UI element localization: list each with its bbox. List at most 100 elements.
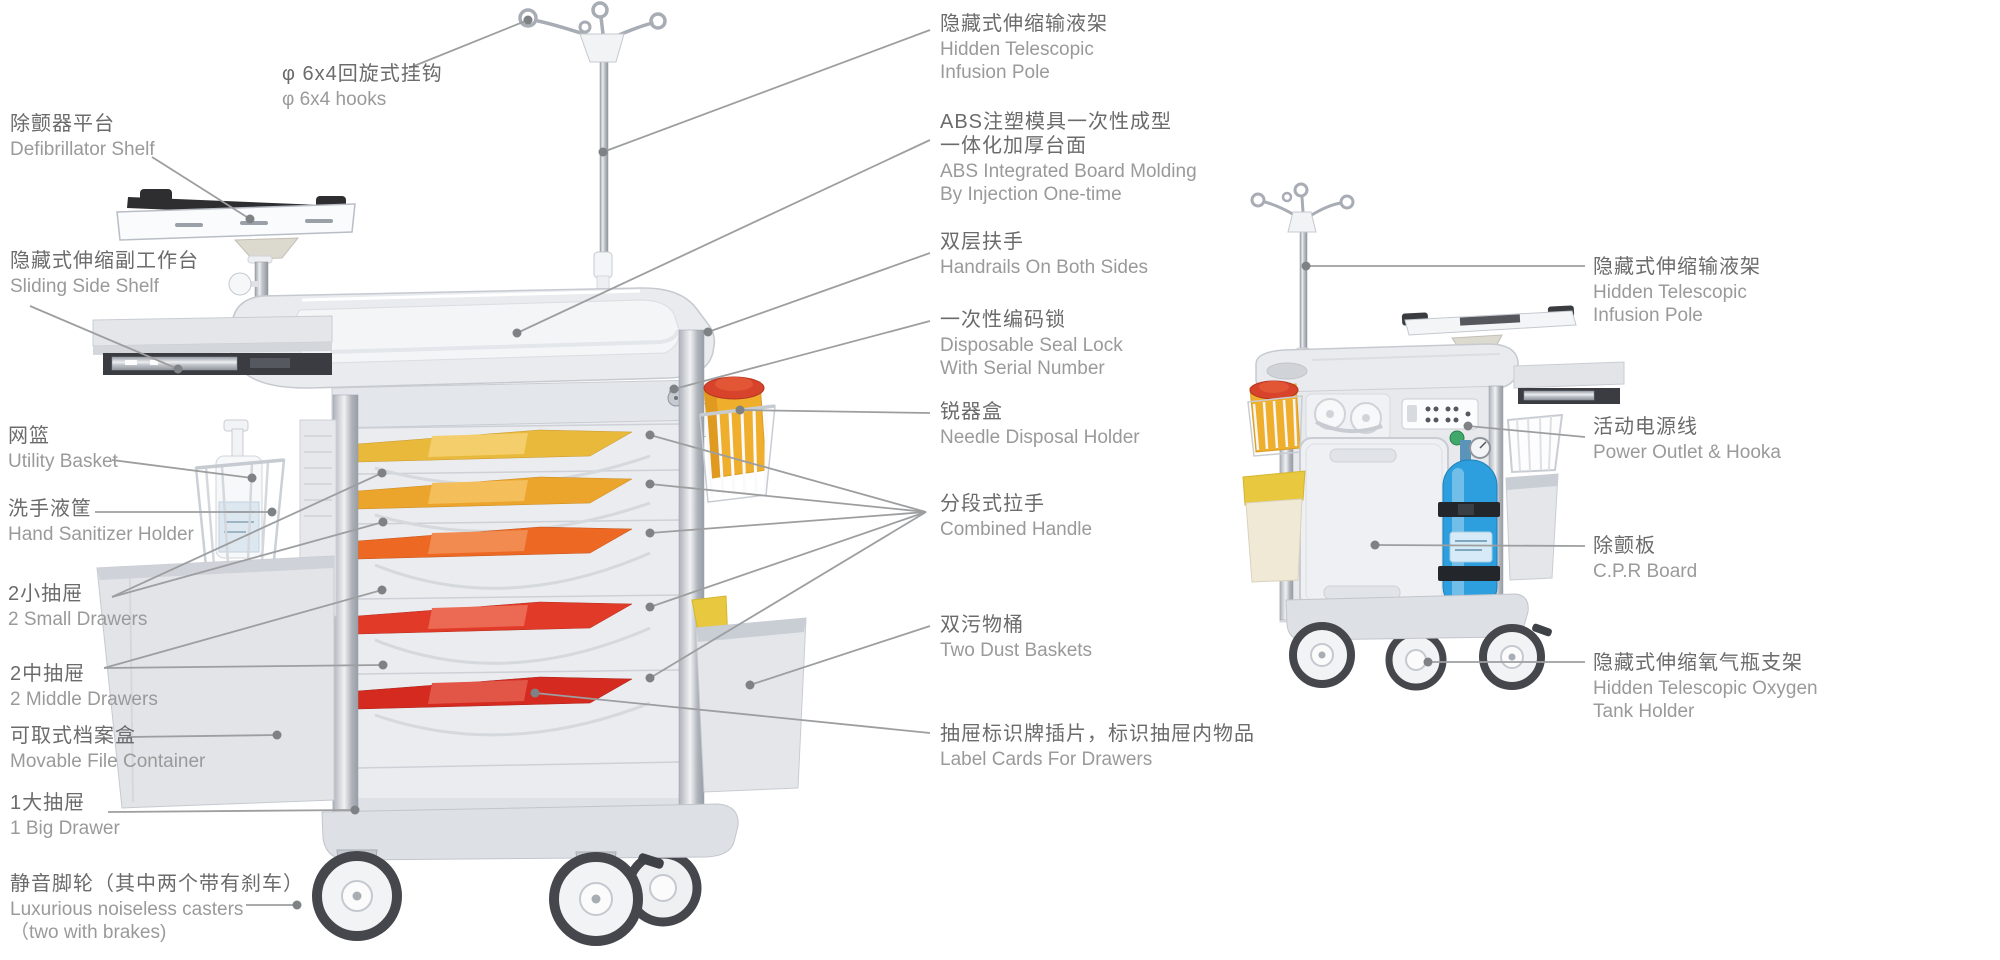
caster-wheel [1289,622,1355,688]
sliding-shelf-rear [1513,361,1625,404]
label-zh: 除颤器平台 [10,113,115,135]
power-cord-wrap [1305,393,1391,441]
label-en: Two Dust Baskets [940,640,1093,661]
label-en: 1 Big Drawer [10,818,120,839]
label-handrails: 双层扶手 Handrails On Both Sides [940,230,1148,279]
iv-hook-icon [1281,191,1293,203]
label-en: Hand Sanitizer Holder [8,524,194,545]
label-zh: 一次性编码锁 [940,309,1066,331]
caster-wheel [1479,623,1552,690]
sliding-side-shelf [92,315,333,375]
label-zh: 双层扶手 [940,231,1024,253]
left-column [332,394,359,816]
label-en: Movable File Container [10,751,206,772]
hand-sanitizer-holder [194,419,286,568]
push-handle-cutout [1266,362,1308,380]
label-zh: φ 6x4回旋式挂钩 [282,63,443,85]
caster-wheel [549,851,664,946]
label-zh: 静音脚轮（其中两个带有刹车） [10,873,304,895]
label-zh: 隐藏式伸缩副工作台 [10,250,199,272]
label-en: Defibrillator Shelf [10,139,155,160]
label-needle-holder: 锐器盒 Needle Disposal Holder [940,400,1140,449]
label-zh: 隐藏式伸缩氧气瓶支架 [1593,652,1803,674]
label-zh: 隐藏式伸缩输液架 [1593,256,1761,278]
iv-hook-icon [591,1,609,19]
label-power-outlet: 活动电源线 Power Outlet & Hooka [1593,415,1781,464]
label-zh: 双污物桶 [940,614,1024,636]
label-abs-board: ABS注塑模具一次性成型 一体化加厚台面 ABS Integrated Boar… [940,110,1197,206]
label-en: Hidden Telescopic Infusion Pole [940,39,1094,83]
label-en: Combined Handle [940,519,1093,540]
label-zh: ABS注塑模具一次性成型 一体化加厚台面 [940,111,1173,157]
basket-right-rear [1506,413,1564,474]
label-hooks: φ 6x4回旋式挂钩 φ 6x4 hooks [282,62,443,111]
label-infusion-pole-left: 隐藏式伸缩输液架 Hidden Telescopic Infusion Pole [940,12,1108,84]
brake-lever-icon [1532,623,1552,637]
drawer-handle-3-grip [428,530,528,554]
label-hand-sanitizer-holder: 洗手液筐 Hand Sanitizer Holder [8,497,194,546]
right-column [678,329,705,819]
iv-hook-icon [1339,194,1355,210]
caster-wheel [1385,629,1447,691]
iv-hook-icon [518,8,538,28]
label-seal-lock: 一次性编码锁 Disposable Seal Lock With Serial … [940,308,1123,380]
label-zh: 除颤板 [1593,535,1656,557]
cpr-board [1299,437,1449,609]
label-zh: 2小抽屉 [8,583,84,605]
base-and-casters [312,803,739,946]
label-zh: 隐藏式伸缩输液架 [940,13,1108,35]
label-en: Needle Disposal Holder [940,427,1140,448]
label-en: Hidden Telescopic Infusion Pole [1593,282,1747,326]
bin-left-rear [1242,470,1306,583]
label-big-drawer: 1大抽屉 1 Big Drawer [10,791,120,840]
label-cpr-board: 除颤板 C.P.R Board [1593,534,1697,583]
label-en: Handrails On Both Sides [940,257,1149,278]
label-en: 2 Small Drawers [8,609,148,630]
power-outlet-strip [1401,398,1479,430]
label-dust-baskets: 双污物桶 Two Dust Baskets [940,613,1092,662]
label-en: φ 6x4 hooks [282,89,387,110]
label-sliding-side-shelf: 隐藏式伸缩副工作台 Sliding Side Shelf [10,249,199,298]
label-zh: 锐器盒 [940,401,1003,423]
caster-wheel [312,849,402,941]
bin-right-rear [1505,473,1559,581]
label-en: Luxurious noiseless casters （two with br… [10,899,244,943]
label-zh: 分段式拉手 [940,493,1045,515]
label-en: Utility Basket [8,451,118,472]
label-defibrillator-shelf: 除颤器平台 Defibrillator Shelf [10,112,155,161]
cpr-handle-slot [1329,448,1397,463]
label-zh: 抽屉标识牌插片，标识抽屉内物品 [940,723,1255,745]
left-cart-illustration [92,1,807,946]
label-infusion-pole-right: 隐藏式伸缩输液架 Hidden Telescopic Infusion Pole [1593,255,1761,327]
dust-basket-right [691,595,807,793]
label-middle-drawers: 2中抽屉 2 Middle Drawers [10,662,158,711]
label-en: Power Outlet & Hooka [1593,442,1781,463]
iv-hook-icon [1250,192,1266,208]
drawer-handle-1-grip [428,433,528,457]
label-small-drawers: 2小抽屉 2 Small Drawers [8,582,147,631]
drawer-handle-2-grip [428,480,528,504]
label-en: Disposable Seal Lock With Serial Number [940,335,1123,379]
drawer-handle-4-grip [428,605,528,629]
drawer-handle-5-grip [428,680,528,704]
label-en: ABS Integrated Board Molding By Injectio… [940,161,1197,205]
needle-disposal-holder [699,376,776,503]
label-en: Hidden Telescopic Oxygen Tank Holder [1593,678,1818,722]
label-zh: 网篮 [8,425,50,447]
right-cart-illustration [1242,182,1625,691]
needle-disposal-rear [1247,380,1303,457]
brake-lever-icon [638,853,664,869]
iv-hook-icon [578,20,592,34]
iv-hook-icon [1293,182,1309,198]
tank-strap [1438,566,1500,581]
iv-hook-icon [649,12,667,30]
base-and-casters-rear [1285,593,1552,691]
infusion-pole-rear [1250,182,1355,369]
label-utility-basket: 网篮 Utility Basket [8,424,118,473]
label-en: Sliding Side Shelf [10,276,159,297]
label-zh: 可取式档案盒 [10,725,136,747]
infusion-pole [518,1,667,303]
label-en: 2 Middle Drawers [10,689,158,710]
label-zh: 1大抽屉 [10,792,86,814]
